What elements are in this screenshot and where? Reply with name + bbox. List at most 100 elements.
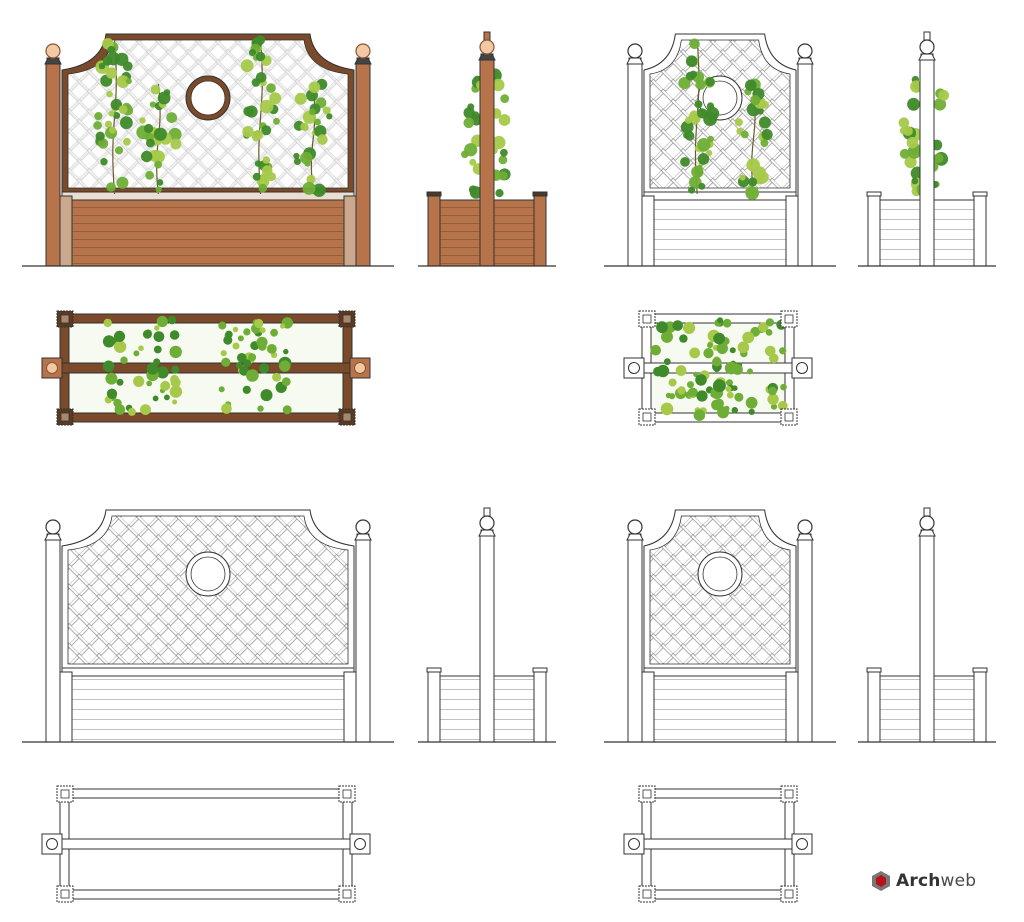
side-corner-left <box>867 671 881 743</box>
line-side-plants-elevation <box>858 31 996 267</box>
ivy-leaf <box>745 79 757 92</box>
finial-tip <box>923 31 931 41</box>
ivy-leaf <box>153 331 165 342</box>
ivy-leaf <box>169 330 180 340</box>
ivy-leaf <box>739 174 746 181</box>
ivy-leaf <box>109 126 116 134</box>
ivy-leaf <box>105 372 118 385</box>
ivy-leaf <box>232 342 240 350</box>
post-cap-base <box>354 533 372 541</box>
ivy-leaf <box>115 52 129 66</box>
ivy-leaf <box>258 183 268 193</box>
brand-strong: Arch <box>896 871 941 891</box>
ivy-leaf <box>757 107 764 115</box>
archweb-brand-text: Archweb <box>896 871 976 891</box>
ivy-leaf <box>770 403 778 410</box>
ivy-leaf <box>683 321 696 334</box>
ivy-leaf <box>114 146 124 155</box>
ivy-leaf <box>306 174 316 184</box>
ivy-leaf <box>248 353 257 362</box>
ivy-leaf <box>498 171 508 181</box>
colored-plan-plan <box>41 310 371 426</box>
plan-corner-cap <box>784 889 794 899</box>
ivy-leaf <box>167 316 177 325</box>
ivy-leaf <box>740 130 749 139</box>
plan-corner-cap <box>60 889 70 899</box>
plan-corner-cap <box>642 314 652 324</box>
ivy-leaf <box>698 182 706 190</box>
ivy-leaf <box>898 117 910 128</box>
finial-tip <box>923 507 931 517</box>
side-corner-cap <box>866 191 882 197</box>
ivy-leaf <box>492 135 506 150</box>
ivy-leaf <box>116 75 130 88</box>
line-plan-plants-plan <box>623 310 813 426</box>
ivy-leaf <box>246 369 259 382</box>
ivy-leaf <box>938 89 950 101</box>
ivy-leaf <box>150 84 161 95</box>
finial-ball <box>797 519 813 535</box>
ivy-leaf <box>679 334 688 343</box>
ivy-leaf <box>107 46 116 54</box>
ivy-leaf <box>243 359 252 368</box>
side-corner-cap <box>866 667 882 673</box>
ivy-leaf <box>223 335 233 345</box>
ivy-leaf <box>153 345 162 354</box>
post-cap-base <box>796 533 814 541</box>
post-cap-base <box>354 57 372 65</box>
ivy-leaf <box>106 388 118 399</box>
plan-corner-cap <box>642 412 652 422</box>
ivy-leaf <box>218 321 227 330</box>
ivy-leaf <box>761 129 773 141</box>
ivy-leaf <box>146 380 153 387</box>
ivy-leaf <box>156 179 164 186</box>
ivy-leaf <box>102 335 116 348</box>
ivy-leaf <box>110 98 123 111</box>
side-post <box>479 535 495 743</box>
ivy-leaf <box>300 122 309 131</box>
ivy-leaf <box>716 342 728 354</box>
finial-ball <box>627 43 643 59</box>
ivy-leaf <box>725 386 732 392</box>
ivy-leaf <box>660 402 674 416</box>
ivy-leaf <box>242 385 251 394</box>
line-front-narrow-elevation <box>604 509 836 743</box>
side-corner-right <box>973 195 987 267</box>
ivy-leaf <box>711 399 722 411</box>
round-window-opening <box>190 80 226 116</box>
plan-finial <box>628 838 640 850</box>
ivy-leaf <box>779 347 787 355</box>
ivy-leaf <box>113 330 126 342</box>
ivy-leaf <box>218 386 225 393</box>
post-cap-base <box>478 529 496 537</box>
ivy-leaf <box>696 390 708 402</box>
ivy-leaf <box>933 153 944 164</box>
ivy-leaf <box>729 347 736 354</box>
planter-corner-right <box>785 671 799 743</box>
line-side-1-elevation <box>418 507 556 743</box>
ivy-leaf <box>166 112 178 123</box>
ivy-leaf <box>694 100 703 109</box>
post-cap-base <box>796 57 814 65</box>
ivy-leaf <box>133 375 145 387</box>
finial-tip <box>483 31 491 41</box>
archweb-logo-icon <box>872 871 890 891</box>
side-post <box>919 59 935 267</box>
plan-corner-cap <box>60 314 70 324</box>
ivy-leaf <box>140 404 151 415</box>
plan-finial <box>796 838 808 850</box>
ivy-leaf <box>120 116 133 130</box>
plants-top-view <box>102 315 293 416</box>
ivy-leaf <box>680 120 694 134</box>
post-cap-base <box>918 529 936 537</box>
ivy-leaf <box>748 408 755 415</box>
ivy-leaf <box>706 149 713 157</box>
ivy-leaf <box>153 127 167 141</box>
plan-finial <box>354 362 366 374</box>
ivy-leaf <box>675 365 687 376</box>
finial-ball <box>479 515 495 531</box>
planter-rim <box>61 667 355 677</box>
ivy-leaf <box>326 113 333 120</box>
ivy-leaf <box>668 393 676 400</box>
ivy-leaf <box>712 357 722 367</box>
